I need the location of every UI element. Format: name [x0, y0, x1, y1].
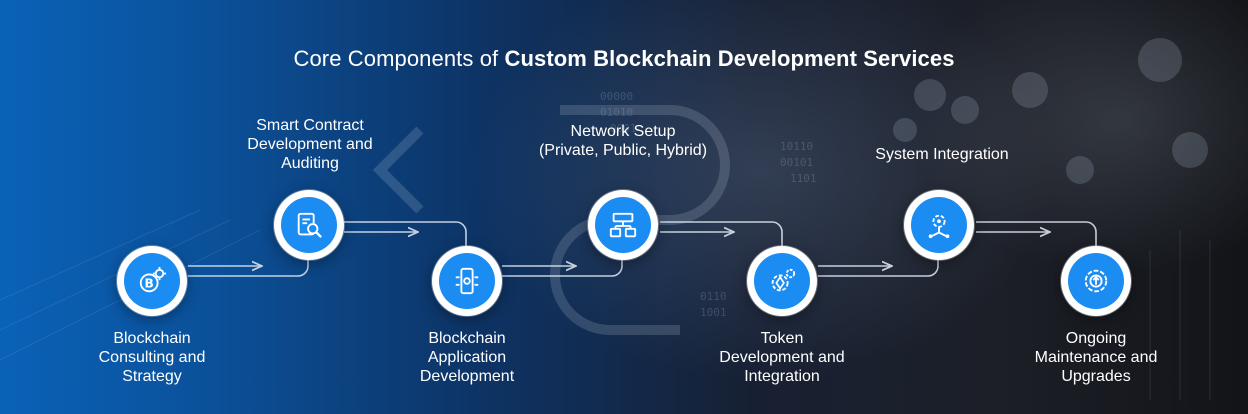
step-3-label-line: Blockchain	[428, 330, 506, 347]
step-5-node	[747, 246, 817, 316]
step-7-node	[1061, 246, 1131, 316]
step-2-label-line: Auditing	[281, 155, 339, 172]
step-7-label-line: Maintenance and	[1034, 349, 1158, 366]
step-2-label-line: Smart Contract	[256, 117, 364, 134]
step-2-label-line: Development and	[247, 136, 373, 153]
diagram-title: Core Components of Custom Blockchain Dev…	[0, 46, 1248, 72]
title-bold: Custom Blockchain Development Services	[504, 46, 955, 71]
step-5-label-line: Development and	[719, 349, 845, 366]
step-3-label-line: Application	[427, 349, 507, 366]
step-7-label-line: Upgrades	[1061, 368, 1131, 385]
upgrade-arrow-icon	[1084, 269, 1108, 293]
step-6-label: System Integration	[852, 145, 1032, 164]
svg-text:0001: 0001	[610, 122, 637, 135]
svg-text:10110: 10110	[780, 140, 813, 153]
step-1-node: B	[117, 246, 187, 316]
step-2-label: Smart Contract Development and Auditing	[220, 116, 400, 173]
step-4-label-line: Network Setup	[570, 123, 676, 140]
step-5-label-line: Token	[760, 330, 804, 347]
integration-gear-icon	[928, 214, 950, 239]
svg-text:01010: 01010	[600, 106, 633, 119]
step-1-label-line: Blockchain	[113, 330, 191, 347]
step-1-label-line: Strategy	[122, 368, 182, 385]
bitcoin-gear-icon: B	[139, 266, 167, 293]
network-devices-icon	[609, 212, 637, 238]
step-5-label-line: Integration	[744, 368, 820, 385]
svg-text:00101: 00101	[780, 156, 813, 169]
svg-text:B: B	[145, 277, 154, 291]
step-3-label: Blockchain Application Development	[377, 329, 557, 386]
step-3-label-line: Development	[419, 368, 515, 385]
step-1-label-line: Consulting and	[98, 349, 206, 366]
svg-text:00000: 00000	[600, 90, 633, 103]
contract-magnifier-icon	[297, 212, 323, 239]
step-1-label: Blockchain Consulting and Strategy	[62, 329, 242, 386]
step-4-label: Network Setup (Private, Public, Hybrid)	[533, 122, 713, 160]
step-6-node	[904, 190, 974, 260]
step-5-label: Token Development and Integration	[692, 329, 872, 386]
step-2-node	[274, 190, 344, 260]
token-gears-icon	[771, 268, 796, 292]
svg-text:1101: 1101	[790, 172, 817, 185]
svg-text:1001: 1001	[700, 306, 727, 319]
mobile-app-icon	[455, 267, 479, 295]
step-7-label: Ongoing Maintenance and Upgrades	[1006, 329, 1186, 386]
svg-text:0110: 0110	[700, 290, 727, 303]
step-4-label-line: (Private, Public, Hybrid)	[538, 142, 708, 159]
step-6-label-line: System Integration	[875, 146, 1009, 163]
step-4-node	[588, 190, 658, 260]
step-7-label-line: Ongoing	[1065, 330, 1127, 347]
step-3-node	[432, 246, 502, 316]
title-prefix: Core Components of	[293, 46, 499, 71]
